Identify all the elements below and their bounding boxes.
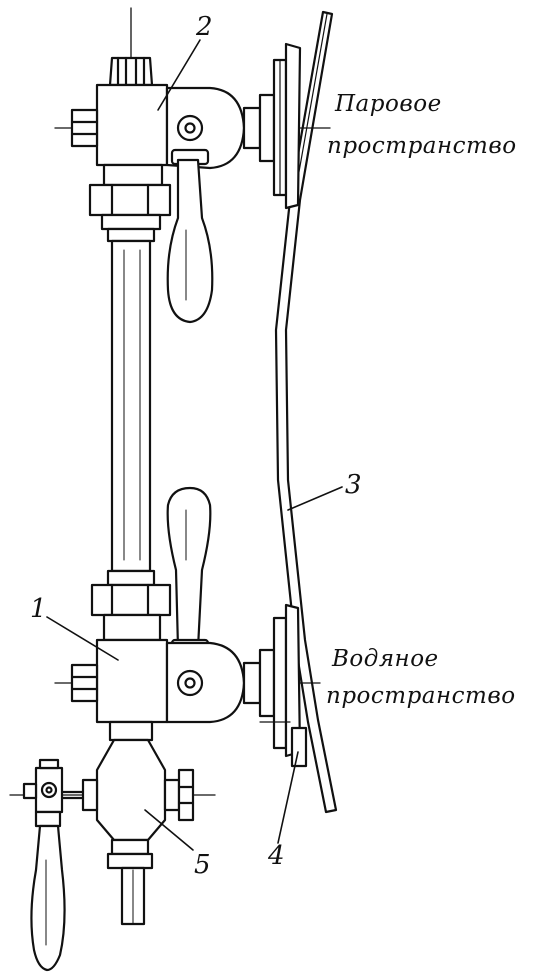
- drain-handle: [22, 758, 66, 972]
- callout-1: 1: [30, 594, 47, 624]
- glass-tube: [110, 239, 152, 573]
- callout-4: 4: [268, 841, 285, 871]
- callout-5: 5: [194, 850, 211, 880]
- water-space-caption-line1: Водяное: [332, 646, 439, 672]
- lower-handle: [166, 486, 212, 656]
- steam-space-caption-line2: пространство: [327, 133, 517, 159]
- callout-2: 2: [196, 12, 213, 42]
- water-space-caption-line2: пространство: [326, 683, 516, 709]
- upper-handle: [166, 148, 214, 324]
- upper-nut: [88, 163, 172, 243]
- drain-cock: [60, 720, 195, 926]
- upper-cock: [70, 42, 302, 210]
- steam-space-caption-line1: Паровое: [335, 91, 442, 117]
- callout-3: 3: [345, 470, 362, 500]
- lower-nut: [90, 569, 172, 642]
- leader-lines: [46, 39, 343, 851]
